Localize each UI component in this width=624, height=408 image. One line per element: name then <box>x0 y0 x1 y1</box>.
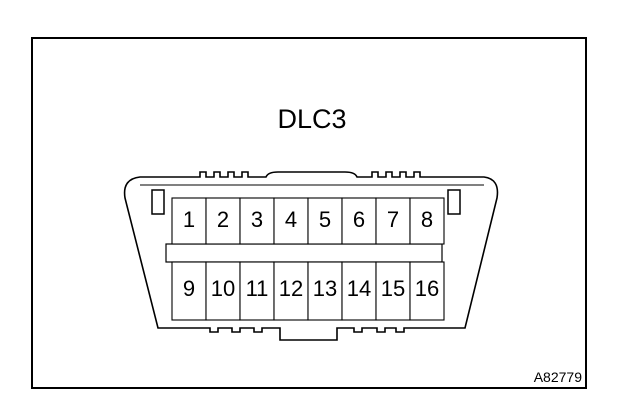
pin-label-7: 7 <box>386 207 400 232</box>
pin-cell <box>307 261 343 321</box>
pin-label-9: 9 <box>182 276 196 301</box>
pin-cell <box>409 261 445 321</box>
pin-cell <box>239 261 275 321</box>
pin-label-2: 2 <box>216 207 230 232</box>
pin-cell <box>171 261 207 321</box>
pin-label-15: 15 <box>380 276 406 301</box>
figure-frame <box>31 37 587 389</box>
pin-cell <box>205 197 241 245</box>
pin-cell <box>341 261 377 321</box>
pin-label-1: 1 <box>182 207 196 232</box>
pin-cell <box>341 197 377 245</box>
pin-label-10: 10 <box>210 276 236 301</box>
pin-label-16: 16 <box>414 276 440 301</box>
pin-label-6: 6 <box>352 207 366 232</box>
pin-label-11: 11 <box>245 276 269 301</box>
pin-label-12: 12 <box>278 276 304 301</box>
pin-label-3: 3 <box>250 207 264 232</box>
pin-label-14: 14 <box>346 276 372 301</box>
pin-cell <box>409 197 445 245</box>
pin-label-5: 5 <box>318 207 332 232</box>
pin-label-8: 8 <box>420 207 434 232</box>
pin-cell <box>273 261 309 321</box>
top-pin-row <box>171 197 445 245</box>
right-guide-slot <box>447 189 461 215</box>
pin-cell <box>171 197 207 245</box>
bottom-pin-row <box>171 261 445 321</box>
pin-cell <box>375 261 411 321</box>
pin-label-13: 13 <box>312 276 338 301</box>
pin-label-4: 4 <box>284 207 298 232</box>
left-guide-slot <box>151 189 165 215</box>
reference-code: A82779 <box>533 369 582 385</box>
diagram-title: DLC3 <box>277 104 347 134</box>
center-divider-bar <box>165 243 443 263</box>
pin-cell <box>375 197 411 245</box>
